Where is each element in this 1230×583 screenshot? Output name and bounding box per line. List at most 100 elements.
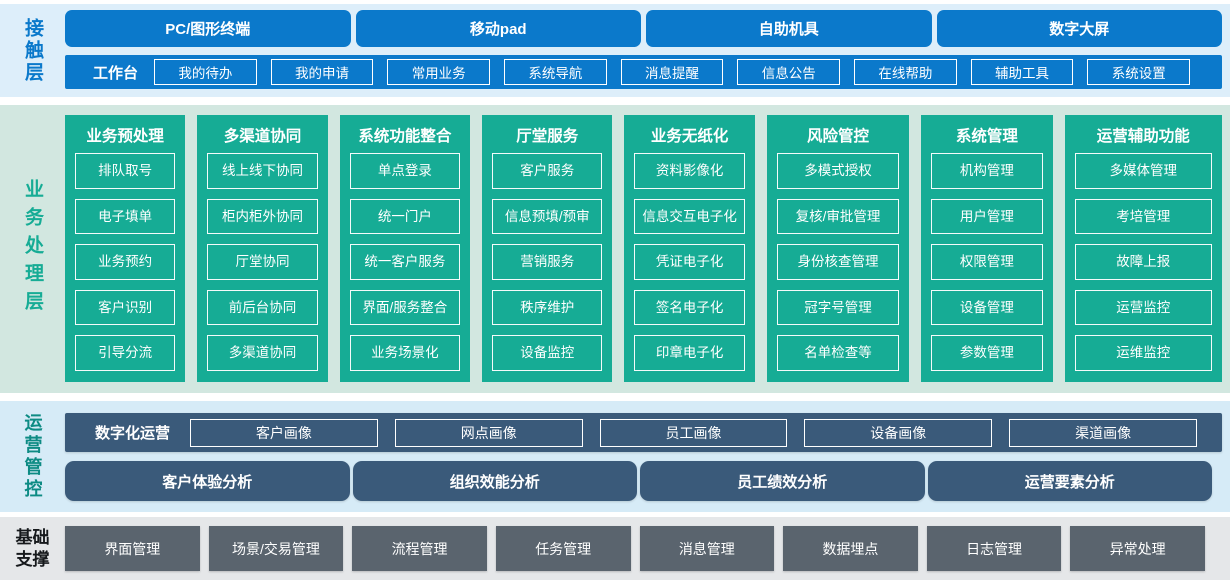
biz-item[interactable]: 柜内柜外协同 [207,198,318,235]
workbench-item-common[interactable]: 常用业务 [387,59,491,85]
biz-item[interactable]: 客户服务 [492,153,603,189]
analysis-customer-experience[interactable]: 客户体验分析 [65,461,350,501]
foundation-message-mgmt[interactable]: 消息管理 [639,526,775,571]
digital-ops-items: 客户画像 网点画像 员工画像 设备画像 渠道画像 [190,418,1197,447]
column-title: 业务预处理 [86,128,164,145]
biz-item[interactable]: 信息交互电子化 [634,198,745,235]
portrait-customer-item[interactable]: 客户画像 [190,418,378,447]
workbench-label: 工作台 [93,64,139,82]
column-ops-auxiliary: 运营辅助功能 多媒体管理 考培管理 故障上报 运营监控 运维监控 [1064,115,1222,382]
contact-layer-label-col: 接触层 [0,4,65,97]
column-pre-processing: 业务预处理 排队取号 电子填单 业务预约 客户识别 引导分流 [65,115,186,382]
biz-item[interactable]: 故障上报 [1074,244,1212,280]
ops-layer-label: 运营管控 [22,412,43,501]
foundation-support-layer: 基础 支撑 界面管理 场景/交易管理 流程管理 任务管理 消息管理 数据埋点 日… [0,517,1230,580]
foundation-data-tracking[interactable]: 数据埋点 [783,526,918,571]
column-title: 厅堂服务 [516,128,579,145]
biz-item[interactable]: 参数管理 [931,335,1043,371]
portrait-channel-item[interactable]: 渠道画像 [1009,418,1197,447]
biz-item[interactable]: 业务预约 [75,244,176,280]
workbench-item-apply[interactable]: 我的申请 [270,59,374,85]
terminal-pc-button[interactable]: PC/图形终端 [65,10,351,47]
biz-item[interactable]: 签名电子化 [634,289,745,326]
foundation-task-mgmt[interactable]: 任务管理 [495,526,631,571]
biz-item[interactable]: 引导分流 [75,335,176,371]
analysis-employee-performance[interactable]: 员工绩效分析 [640,461,925,501]
biz-item[interactable]: 统一门户 [349,198,461,235]
business-layer-label-col: 业务处理层 [0,105,65,393]
workbench-item-message[interactable]: 消息提醒 [620,59,724,85]
column-title: 系统管理 [955,128,1018,145]
biz-item[interactable]: 业务场景化 [349,335,461,371]
workbench-item-tools[interactable]: 辅助工具 [970,59,1074,85]
foundation-process-mgmt[interactable]: 流程管理 [352,526,487,571]
column-risk-control: 风险管控 多模式授权 复核/审批管理 身份核查管理 冠字号管理 名单检查等 [766,115,910,382]
biz-item[interactable]: 设备监控 [492,335,603,371]
terminal-row: PC/图形终端 移动pad 自助机具 数字大屏 [65,10,1222,47]
portrait-branch-item[interactable]: 网点画像 [394,418,583,447]
biz-item[interactable]: 排队取号 [75,153,176,189]
contact-layer: 接触层 PC/图形终端 移动pad 自助机具 数字大屏 工作台 我的待办 我的申… [0,4,1230,97]
biz-item[interactable]: 多渠道协同 [207,335,318,371]
biz-item[interactable]: 设备管理 [931,289,1043,326]
terminal-pad-button[interactable]: 移动pad [355,10,641,47]
portrait-device-item[interactable]: 设备画像 [804,418,993,447]
foundation-scene-txn-mgmt[interactable]: 场景/交易管理 [208,526,344,571]
contact-layer-label: 接触层 [22,17,43,84]
workbench-item-todo[interactable]: 我的待办 [154,59,257,85]
digital-ops-label: 数字化运营 [95,425,171,442]
column-paperless: 业务无纸化 资料影像化 信息交互电子化 凭证电子化 签名电子化 印章电子化 [624,115,755,382]
biz-item[interactable]: 考培管理 [1074,198,1212,235]
biz-item[interactable]: 机构管理 [931,153,1043,189]
biz-item[interactable]: 资料影像化 [634,153,745,189]
biz-item[interactable]: 客户识别 [75,289,176,326]
biz-item[interactable]: 用户管理 [931,198,1043,235]
foundation-row: 界面管理 场景/交易管理 流程管理 任务管理 消息管理 数据埋点 日志管理 异常… [65,526,1205,571]
contact-layer-content: PC/图形终端 移动pad 自助机具 数字大屏 工作台 我的待办 我的申请 常用… [65,4,1230,97]
portrait-employee-item[interactable]: 员工画像 [599,418,788,447]
analysis-ops-elements[interactable]: 运营要素分析 [927,461,1212,501]
foundation-exception-handling[interactable]: 异常处理 [1070,526,1205,571]
workbench-item-nav[interactable]: 系统导航 [504,59,607,85]
biz-item[interactable]: 复核/审批管理 [776,198,900,235]
biz-item[interactable]: 身份核查管理 [776,244,900,280]
biz-item[interactable]: 厅堂协同 [207,244,318,280]
analysis-row: 客户体验分析 组织效能分析 员工绩效分析 运营要素分析 [65,461,1222,501]
foundation-log-mgmt[interactable]: 日志管理 [926,526,1062,571]
biz-item[interactable]: 统一客户服务 [349,244,461,280]
business-layer-label: 业务处理层 [22,179,43,319]
column-title: 多渠道协同 [223,128,302,145]
biz-item[interactable]: 营销服务 [492,244,603,280]
biz-item[interactable]: 冠字号管理 [776,289,900,326]
biz-item[interactable]: 权限管理 [931,244,1043,280]
column-multi-channel: 多渠道协同 线上线下协同 柜内柜外协同 厅堂协同 前后台协同 多渠道协同 [197,115,328,382]
workbench-items: 我的待办 我的申请 常用业务 系统导航 消息提醒 信息公告 在线帮助 辅助工具 … [154,59,1191,85]
foundation-layer-label: 基础 支撑 [15,528,50,569]
terminal-selfservice-button[interactable]: 自助机具 [646,10,932,47]
column-hall-service: 厅堂服务 客户服务 信息预填/预审 营销服务 秩序维护 设备监控 [482,115,613,382]
workbench-item-help[interactable]: 在线帮助 [854,59,957,85]
terminal-bigscreen-button[interactable]: 数字大屏 [936,10,1222,47]
biz-item[interactable]: 电子填单 [75,198,176,235]
biz-item[interactable]: 线上线下协同 [207,153,318,189]
biz-item[interactable]: 凭证电子化 [634,244,745,280]
biz-item[interactable]: 界面/服务整合 [349,289,461,326]
ops-layer-label-col: 运营管控 [0,401,65,512]
biz-item[interactable]: 多模式授权 [776,153,900,189]
biz-item[interactable]: 多媒体管理 [1074,153,1212,189]
biz-item[interactable]: 印章电子化 [634,335,745,371]
biz-item[interactable]: 运维监控 [1074,335,1212,371]
analysis-org-efficiency[interactable]: 组织效能分析 [352,461,637,501]
column-title: 业务无纸化 [650,128,729,145]
biz-item[interactable]: 运营监控 [1074,289,1212,326]
biz-item[interactable]: 秩序维护 [492,289,603,326]
biz-item[interactable]: 信息预填/预审 [492,198,603,235]
biz-item[interactable]: 前后台协同 [207,289,318,326]
column-system-management: 系统管理 机构管理 用户管理 权限管理 设备管理 参数管理 [921,115,1053,382]
foundation-ui-mgmt[interactable]: 界面管理 [65,526,200,571]
column-title: 系统功能整合 [358,128,452,145]
workbench-item-settings[interactable]: 系统设置 [1087,59,1191,85]
biz-item[interactable]: 单点登录 [349,153,461,189]
biz-item[interactable]: 名单检查等 [776,335,900,371]
workbench-item-notice[interactable]: 信息公告 [737,59,841,85]
